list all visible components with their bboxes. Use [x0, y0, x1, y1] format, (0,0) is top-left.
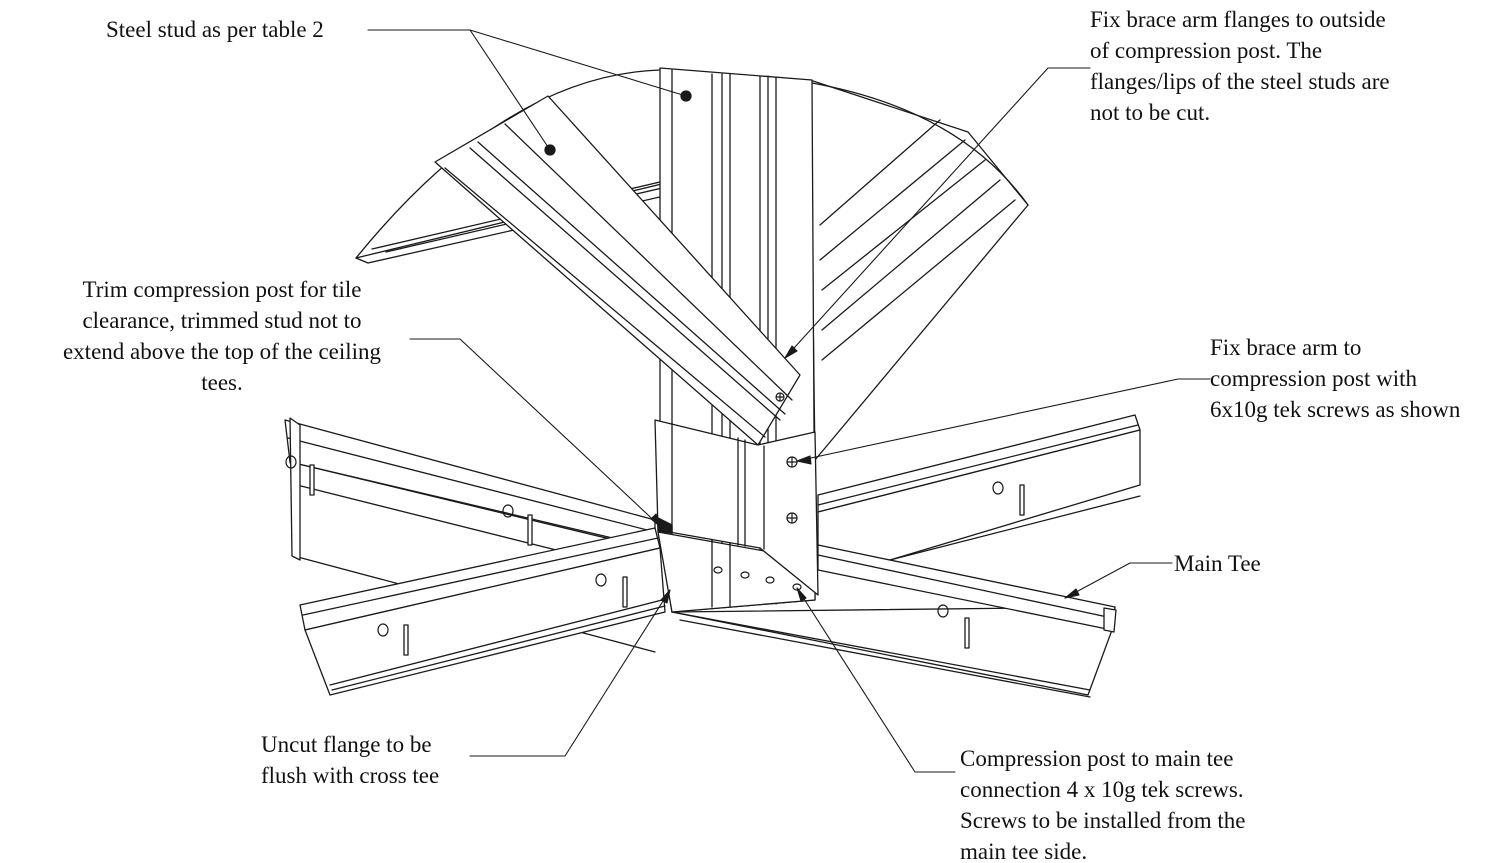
- label-line: of compression post. The: [1090, 38, 1323, 63]
- label-trim-post: Trim compression post for tile clearance…: [12, 274, 432, 398]
- label-line: flanges/lips of the steel studs are: [1090, 69, 1390, 94]
- leader-fix-arm: [796, 378, 1211, 462]
- label-line: not to be cut.: [1090, 100, 1211, 125]
- label-line: main tee side.: [960, 839, 1088, 863]
- label-line: connection 4 x 10g tek screws.: [960, 777, 1244, 802]
- arrow-fix-flanges: [784, 345, 798, 359]
- right-brace-arm: [809, 79, 1029, 461]
- label-main-tee: Main Tee: [1174, 548, 1261, 579]
- tek-screws: [713, 392, 802, 591]
- swing-arc-right: [811, 82, 1029, 206]
- connection-bracket: [654, 419, 819, 596]
- label-steel-stud: Steel stud as per table 2: [106, 14, 324, 45]
- label-line: compression post with: [1210, 366, 1417, 391]
- label-fix-arm: Fix brace arm to compression post with 6…: [1210, 332, 1460, 425]
- leader-lines: [367, 29, 1211, 773]
- label-line: Fix brace arm flanges to outside: [1090, 7, 1386, 32]
- leader-trim-post: [409, 338, 663, 529]
- arrow-post-connection: [796, 587, 807, 602]
- right-rear-tee: [817, 414, 1141, 561]
- label-fix-flanges: Fix brace arm flanges to outside of comp…: [1090, 4, 1390, 128]
- leader-steel-stud: [367, 29, 687, 97]
- front-left-tee: [299, 527, 666, 696]
- left-brace-arm: [434, 95, 801, 446]
- label-line: tees.: [201, 370, 243, 395]
- label-uncut-flange: Uncut flange to be flush with cross tee: [261, 729, 439, 791]
- arrow-uncut-flange: [660, 589, 671, 604]
- label-line: Fix brace arm to: [1210, 335, 1362, 360]
- leader-main-tee: [1064, 562, 1173, 599]
- label-line: Compression post to main tee: [960, 746, 1234, 771]
- label-line: Trim compression post for tile: [82, 277, 362, 302]
- arrow-fix-arm: [796, 455, 812, 465]
- arrow-main-tee: [1064, 588, 1080, 599]
- label-line: Steel stud as per table 2: [106, 17, 324, 42]
- tee-holes: [285, 455, 1004, 637]
- main-tee: [671, 544, 1117, 698]
- arrow-trim-post: [650, 513, 663, 529]
- label-line: Uncut flange to be: [261, 732, 432, 757]
- label-line: extend above the top of the ceiling: [62, 339, 382, 364]
- leader-uncut-flange: [469, 589, 671, 757]
- label-line: 6x10g tek screws as shown: [1210, 397, 1461, 422]
- label-line: clearance, trimmed stud not to: [82, 308, 362, 333]
- label-line: Main Tee: [1174, 551, 1261, 576]
- label-line: flush with cross tee: [261, 763, 440, 788]
- leader-steel-stud-arm: [469, 29, 551, 151]
- leader-post-connection: [796, 587, 956, 773]
- label-post-connection: Compression post to main tee connection …: [960, 743, 1246, 863]
- leader-fix-flanges: [784, 67, 1091, 359]
- label-line: Screws to be installed from the: [960, 808, 1246, 833]
